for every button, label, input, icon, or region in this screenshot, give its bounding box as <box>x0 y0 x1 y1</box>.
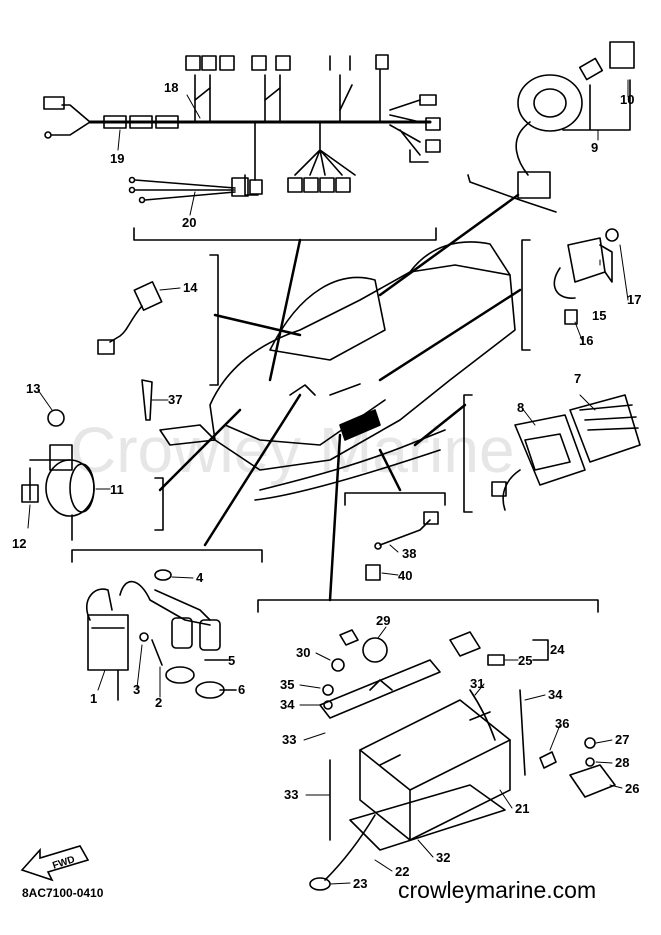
callout-34b: 33 <box>284 787 298 802</box>
ignition-coil <box>85 569 225 701</box>
callout-10: 10 <box>620 92 634 107</box>
callout-30: 30 <box>296 645 310 660</box>
callout-1: 1 <box>90 691 97 706</box>
callout-29: 29 <box>376 613 390 628</box>
callout-37: 36 <box>555 716 569 731</box>
callout-23: 23 <box>353 876 367 891</box>
callout-39: 38 <box>402 546 416 561</box>
callout-18: 18 <box>164 80 178 95</box>
battery-assembly <box>309 629 616 891</box>
cdi-unit <box>491 394 641 511</box>
callout-2: 2 <box>155 695 162 710</box>
callout-36: 35 <box>280 677 294 692</box>
callout-12: 12 <box>12 536 26 551</box>
callout-38: 37 <box>168 392 182 407</box>
callout-32: 32 <box>436 850 450 865</box>
callout-26: 26 <box>625 781 639 796</box>
callout-8: 8 <box>517 400 524 415</box>
callout-14: 14 <box>183 280 198 295</box>
callout-35: 34 <box>280 697 295 712</box>
harness-bracket <box>133 227 437 241</box>
forward-arrow-icon: FWD <box>20 845 90 882</box>
callout-34a: 34 <box>548 687 563 702</box>
main-switch <box>515 41 635 199</box>
clip-38 <box>141 379 153 421</box>
horn <box>21 409 95 541</box>
callout-17: 17 <box>627 292 641 307</box>
callout-19: 19 <box>110 151 124 166</box>
callout-33: 33 <box>282 732 296 747</box>
snowmobile-body <box>159 241 516 501</box>
callout-22: 22 <box>395 864 409 879</box>
callout-13: 13 <box>26 381 40 396</box>
callout-7: 7 <box>574 371 581 386</box>
callout-25: 25 <box>518 653 532 668</box>
callout-40: 40 <box>398 568 412 583</box>
callout-27: 27 <box>615 732 629 747</box>
callout-9: 9 <box>591 140 598 155</box>
callout-4: 4 <box>196 570 204 585</box>
callout-3: 3 <box>133 682 140 697</box>
website-link[interactable]: crowleymarine.com <box>398 877 597 903</box>
callout-28: 28 <box>615 755 629 770</box>
callout-21: 21 <box>515 801 529 816</box>
callout-15: 15 <box>592 308 606 323</box>
diagram-code: 8AC7100-0410 <box>22 886 104 900</box>
callout-16: 16 <box>579 333 593 348</box>
callout-11: 11 <box>110 482 124 497</box>
callout-5: 5 <box>228 653 235 668</box>
callout-24: 24 <box>550 642 565 657</box>
callout-31: 31 <box>470 676 484 691</box>
throttle-switch <box>97 281 163 355</box>
wire-harness <box>43 54 441 204</box>
callout-6: 6 <box>238 682 245 697</box>
callout-20: 20 <box>182 215 196 230</box>
watermark: Crowley Marine <box>70 414 515 486</box>
sensor-39-40 <box>365 511 439 581</box>
regulator <box>553 228 619 325</box>
